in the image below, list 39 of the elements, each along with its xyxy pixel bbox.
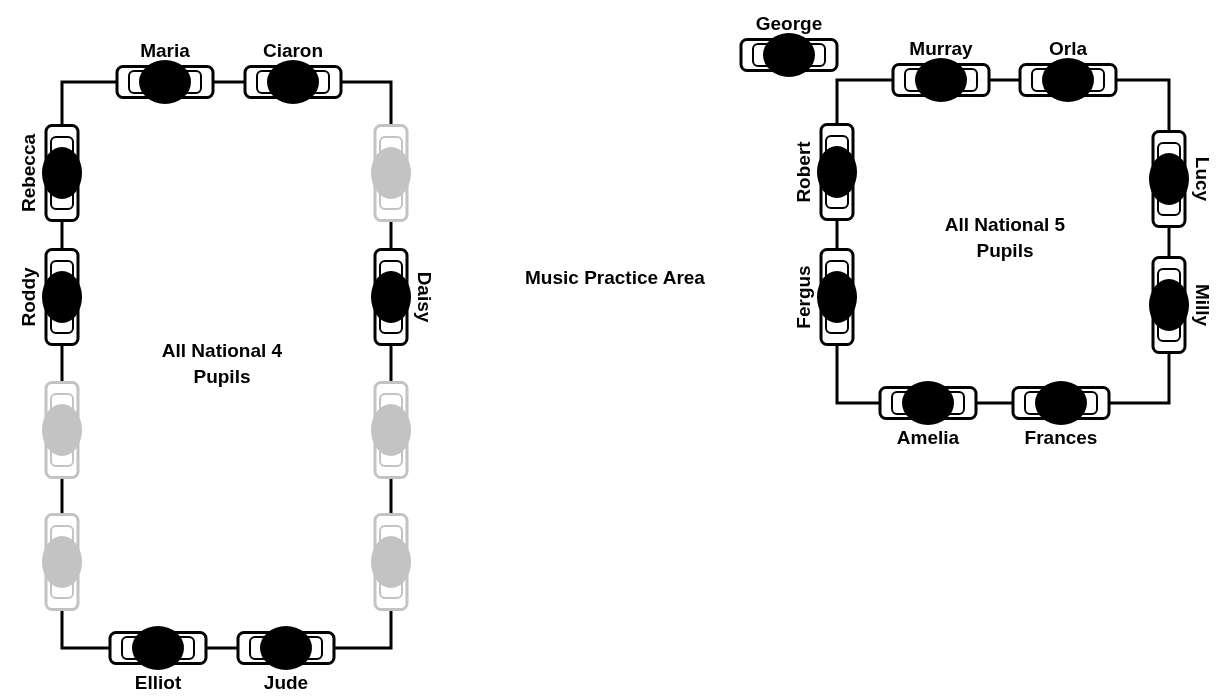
table-line — [990, 78, 1019, 82]
table-line — [1117, 78, 1171, 131]
table-line — [60, 610, 109, 650]
table-line — [214, 80, 244, 84]
area-label: Music Practice Area — [524, 266, 706, 290]
name-label: Ciaron — [262, 40, 324, 62]
table-line — [835, 220, 839, 249]
name-label: George — [755, 13, 823, 35]
table-line — [835, 78, 892, 124]
table-line — [389, 221, 393, 249]
name-label: Daisy — [413, 271, 435, 323]
name-label: Amelia — [896, 427, 960, 449]
table-line — [207, 646, 237, 650]
name-label: Roddy — [18, 267, 40, 327]
name-label: Milly — [1191, 283, 1213, 327]
name-label: Orla — [1049, 38, 1087, 60]
name-label: Murray — [909, 38, 973, 60]
table-line — [60, 345, 64, 382]
name-label: Robert — [793, 141, 815, 203]
table-line — [1110, 353, 1171, 405]
name-label: Jude — [263, 672, 309, 694]
area-label: All National 5 Pupils — [943, 213, 1067, 263]
area-label: All National 4 Pupils — [160, 339, 284, 389]
table-line — [60, 80, 116, 125]
table-line — [1167, 227, 1171, 257]
table-line — [342, 80, 393, 125]
name-label: Elliot — [134, 672, 182, 694]
table-line — [60, 221, 64, 249]
name-label: Maria — [140, 40, 190, 62]
table-line — [977, 401, 1012, 405]
name-label: Rebecca — [18, 133, 40, 213]
table-line — [335, 610, 393, 650]
table-line — [389, 345, 393, 382]
table-line — [60, 478, 64, 514]
name-label: Lucy — [1191, 156, 1213, 202]
name-label: Fergus — [793, 265, 815, 329]
table-line — [835, 345, 879, 405]
name-label: Frances — [1024, 427, 1098, 449]
table-line — [389, 478, 393, 514]
